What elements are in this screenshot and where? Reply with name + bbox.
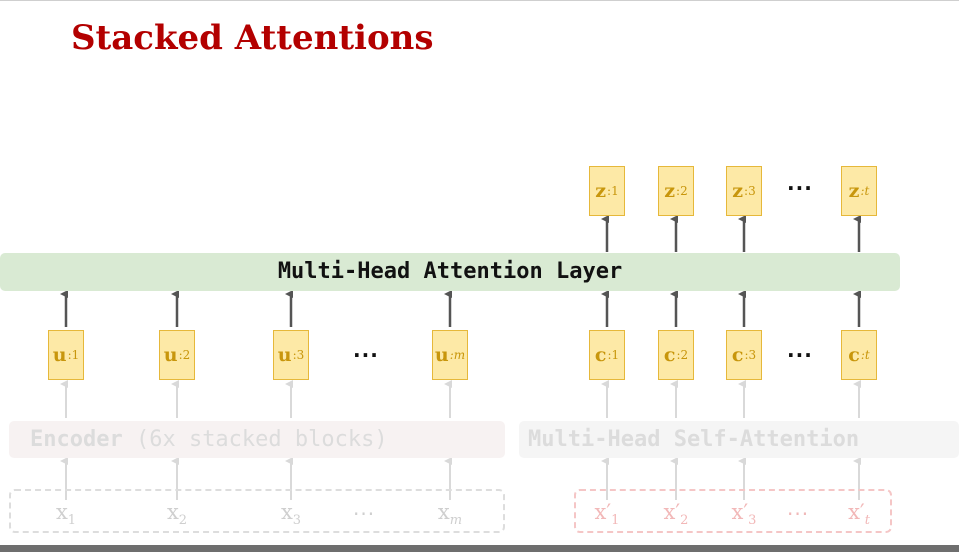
slide-title: Stacked Attentions xyxy=(71,18,434,58)
u-vector-m: u:m xyxy=(432,330,468,380)
self-attention-bar xyxy=(519,421,959,458)
c-ellipsis: ··· xyxy=(787,343,813,367)
u-vector-2: u:2 xyxy=(159,330,195,380)
decoder-inputs-box xyxy=(574,489,892,533)
encoder-bar xyxy=(9,421,505,458)
input-x1: x1 xyxy=(55,500,77,528)
self-attention-label: Multi-Head Self-Attention xyxy=(528,427,860,452)
input-xm: xm xyxy=(437,500,463,528)
c-vector-3: c:3 xyxy=(726,330,762,380)
encoder-inputs-box xyxy=(9,489,505,533)
u-vector-1: u:1 xyxy=(48,330,84,380)
z-vector-3: z:3 xyxy=(726,166,762,216)
bottom-bar xyxy=(0,545,959,552)
input-xprime-1: x′1 xyxy=(594,500,620,528)
input-xprime-3: x′3 xyxy=(731,500,757,528)
u-vector-3: u:3 xyxy=(273,330,309,380)
multi-head-attention-bar xyxy=(0,253,900,291)
multi-head-attention-label: Multi-Head Attention Layer xyxy=(277,259,623,284)
input-xprime-ellipsis: ··· xyxy=(787,502,810,526)
z-vector-t: z:t xyxy=(841,166,877,216)
z-vector-2: z:2 xyxy=(658,166,694,216)
input-xprime-t: x′t xyxy=(848,500,870,528)
z-ellipsis: ··· xyxy=(787,176,813,200)
input-x3: x3 xyxy=(280,500,302,528)
c-vector-2: c:2 xyxy=(658,330,694,380)
c-vector-t: c:t xyxy=(841,330,877,380)
input-x2: x2 xyxy=(166,500,188,528)
z-vector-1: z:1 xyxy=(589,166,625,216)
top-divider xyxy=(0,0,959,1)
input-x-ellipsis: ··· xyxy=(353,502,376,526)
input-xprime-2: x′2 xyxy=(663,500,689,528)
u-ellipsis: ··· xyxy=(353,343,379,367)
encoder-label: Encoder (6x stacked blocks) xyxy=(30,427,388,452)
c-vector-1: c:1 xyxy=(589,330,625,380)
